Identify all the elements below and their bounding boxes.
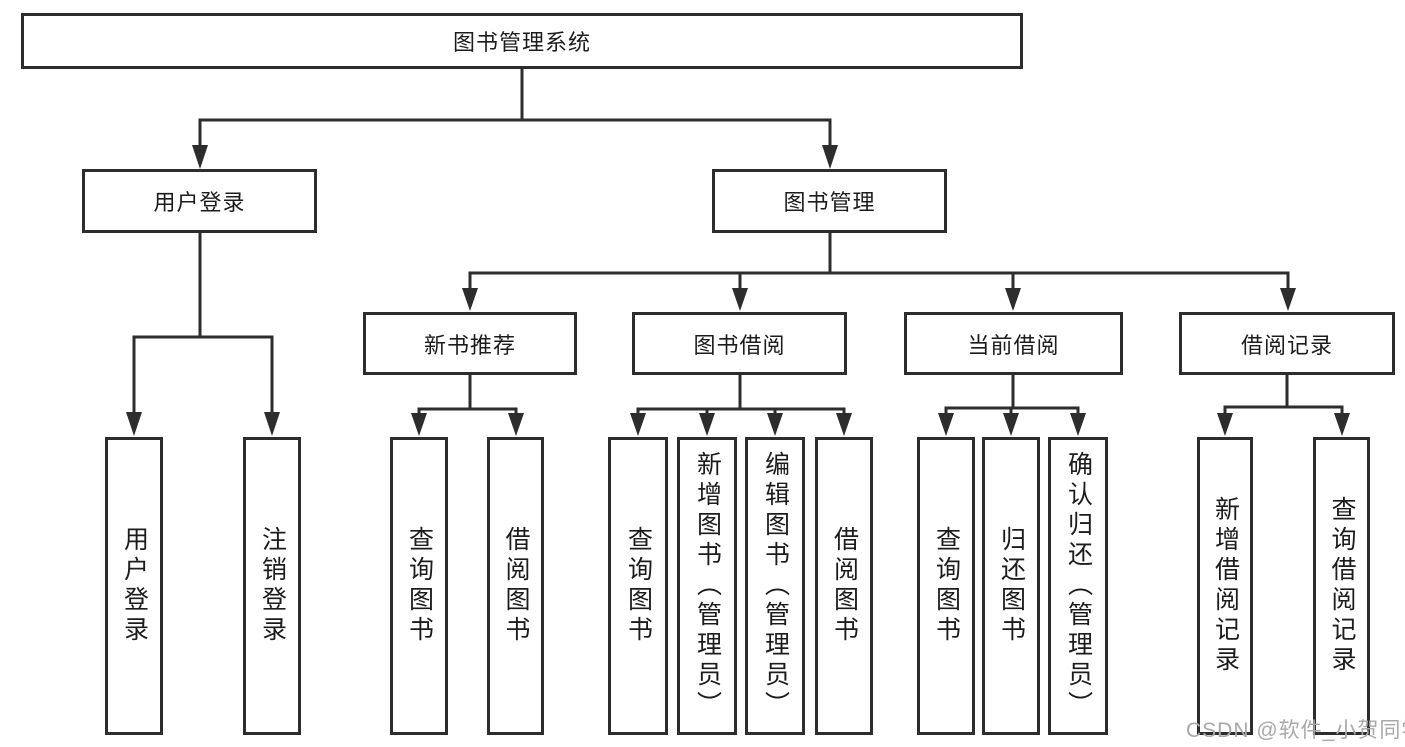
arrowheads	[126, 145, 1350, 436]
leaf-borrow-books-recommend: 借阅图书	[487, 437, 544, 735]
node-label: 图书管理系统	[452, 30, 591, 55]
leaf-confirm-return-admin: 确认归还（管理员）	[1048, 437, 1108, 735]
node-label: 借阅图书	[830, 526, 859, 646]
leaf-query-books-recommend: 查询图书	[390, 437, 448, 735]
leaf-logout: 注销登录	[243, 437, 301, 735]
leaf-edit-books-admin: 编辑图书（管理员）	[745, 437, 805, 735]
node-new-book-recommend: 新书推荐	[363, 312, 577, 375]
leaf-query-borrow-record: 查询借阅记录	[1313, 437, 1370, 735]
leaf-add-books-admin: 新增图书（管理员）	[677, 437, 737, 735]
node-label: 注销登录	[258, 526, 287, 646]
csdn-watermark: CSDN @软件_小贺同学	[1186, 719, 1405, 742]
node-label: 查询图书	[932, 526, 961, 646]
leaf-borrow-books: 借阅图书	[815, 437, 873, 735]
node-label: 借阅记录	[1240, 332, 1333, 358]
node-label: 新增图书（管理员）	[693, 451, 722, 721]
leaf-query-books-borrow: 查询图书	[608, 437, 668, 735]
node-borrow-records: 借阅记录	[1179, 312, 1395, 375]
node-label: 查询借阅记录	[1328, 496, 1356, 676]
node-label: 当前借阅	[967, 332, 1060, 358]
node-label: 图书借阅	[693, 332, 786, 358]
node-label: 用户登录	[153, 190, 246, 215]
leaf-query-books-current: 查询图书	[917, 437, 975, 735]
leaf-user-login: 用户登录	[105, 437, 163, 735]
leaf-return-books: 归还图书	[982, 437, 1040, 735]
node-book-borrow: 图书借阅	[632, 312, 847, 375]
node-label: 归还图书	[997, 526, 1026, 646]
node-label: 借阅图书	[502, 526, 530, 646]
node-label: 图书管理	[783, 190, 876, 215]
node-label: 用户登录	[120, 526, 149, 646]
node-label: 查询图书	[405, 526, 434, 646]
node-library-management-system: 图书管理系统	[21, 13, 1023, 69]
leaf-add-borrow-record: 新增借阅记录	[1197, 437, 1253, 735]
node-label: 确认归还（管理员）	[1064, 451, 1093, 721]
node-book-management: 图书管理	[712, 169, 947, 233]
node-label: 新书推荐	[423, 332, 516, 358]
node-user-login: 用户登录	[82, 169, 317, 233]
node-current-borrow: 当前借阅	[904, 312, 1123, 375]
node-label: 编辑图书（管理员）	[761, 451, 790, 721]
node-label: 新增借阅记录	[1211, 496, 1240, 676]
node-label: 查询图书	[624, 526, 653, 646]
